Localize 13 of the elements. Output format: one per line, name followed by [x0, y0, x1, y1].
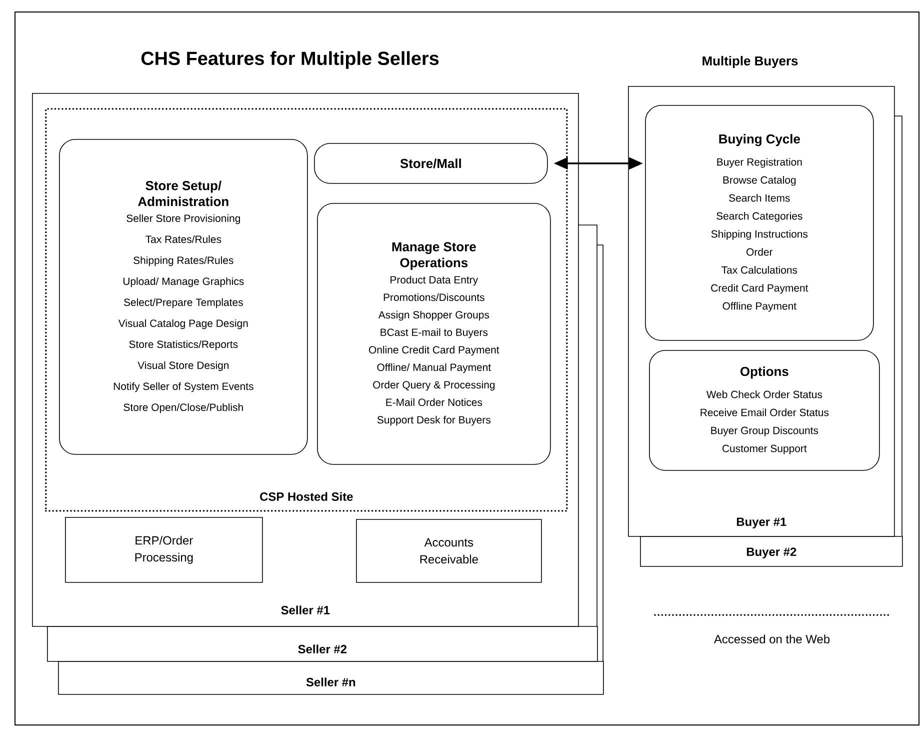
card-box: Buyer #2 — [640, 536, 903, 567]
system-box: ERP/Order Processing — [65, 517, 263, 583]
feature-box: Manage Store Operations Product Data Entry Promotions/Discounts Assign Shopper Groups BCast E-mail to Buyers Online Credit Card Payment Offline/ Manual Payment Order Query & Processing E-Mail Order Notices Support Desk for Buyers — [317, 203, 551, 465]
system-box: Accounts Receivable — [356, 519, 542, 583]
feature-box: Store/Mall — [314, 143, 548, 184]
heading: Multiple Buyers — [702, 56, 798, 68]
feature-box: Buying Cycle Buyer Registration Browse Catalog Search Items Search Categories Shipping Instructions Order Tax Calculations Credit Card Payment Offline Payment — [645, 105, 874, 341]
card-box: Seller #n — [58, 661, 604, 695]
legend-text: Accessed on the Web — [714, 634, 830, 644]
card-box: Seller #2 — [47, 626, 598, 662]
title: CHS Features for Multiple Sellers — [141, 51, 439, 69]
feature-box: Options Web Check Order Status Receive Email Order Status Buyer Group Discounts Customer Support — [649, 350, 880, 471]
feature-box: Store Setup/ Administration Seller Store Provisioning Tax Rates/Rules Shipping Rates/Rules Upload/ Manage Graphics Select/Prepare Templates Visual Catalog Page Design Store Statistics/Reports Visual Store Design Notify Seller of System Events Store Open/Close/Publish — [59, 139, 308, 455]
